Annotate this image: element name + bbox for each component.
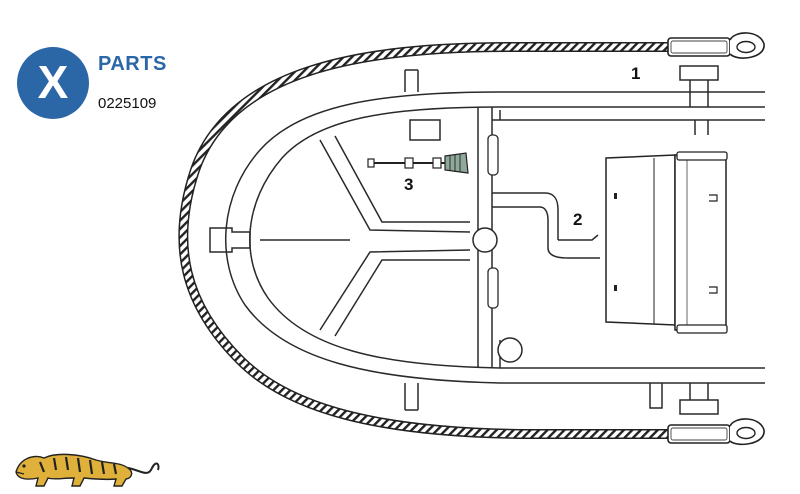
parts-x-badge: X: [17, 47, 89, 119]
callout-part-2: 2: [573, 210, 583, 229]
callout-part-3: 3: [404, 175, 414, 194]
parts-title: PARTS: [98, 53, 167, 75]
sprue-hub: [472, 227, 498, 253]
part-number: 0225109: [98, 95, 157, 112]
badge-letter: X: [38, 56, 69, 108]
part-2-transom: [605, 151, 728, 334]
rope-end-top: [667, 32, 765, 59]
callout-part-1: 1: [631, 64, 641, 83]
tiger-icon: [15, 453, 160, 487]
rope-end-bottom: [667, 418, 765, 446]
sprue-gate: [497, 337, 523, 363]
part-3-rod: [367, 152, 469, 174]
